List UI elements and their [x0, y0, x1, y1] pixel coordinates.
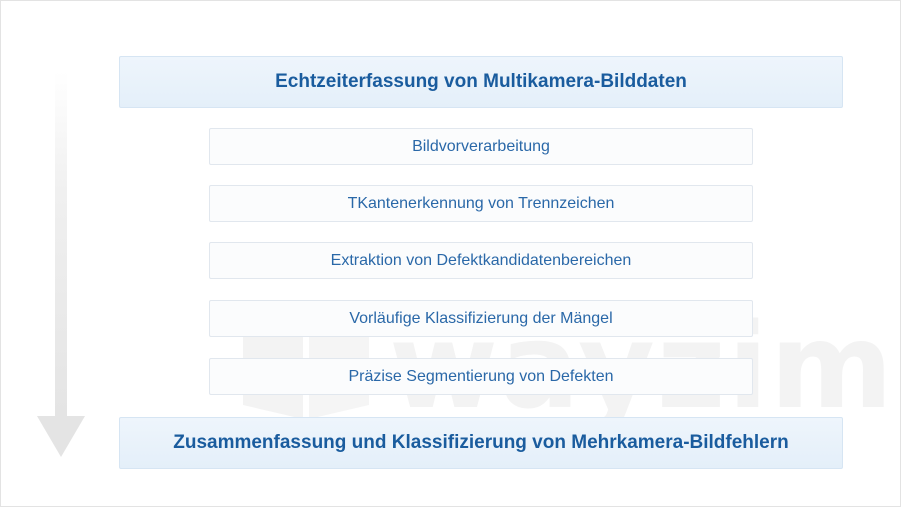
step-box-5: Präzise Segmentierung von Defekten	[209, 358, 753, 395]
step-box-3: Extraktion von Defektkandidatenbereichen	[209, 242, 753, 279]
down-arrow-icon	[37, 71, 85, 457]
step-box-4: Vorläufige Klassifizierung der Mängel	[209, 300, 753, 337]
step-box-2: TKantenerkennung von Trennzeichen	[209, 185, 753, 222]
step-box-1: Bildvorverarbeitung	[209, 128, 753, 165]
bottom-box: Zusammenfassung und Klassifizierung von …	[119, 417, 843, 469]
top-box: Echtzeiterfassung von Multikamera-Bildda…	[119, 56, 843, 108]
